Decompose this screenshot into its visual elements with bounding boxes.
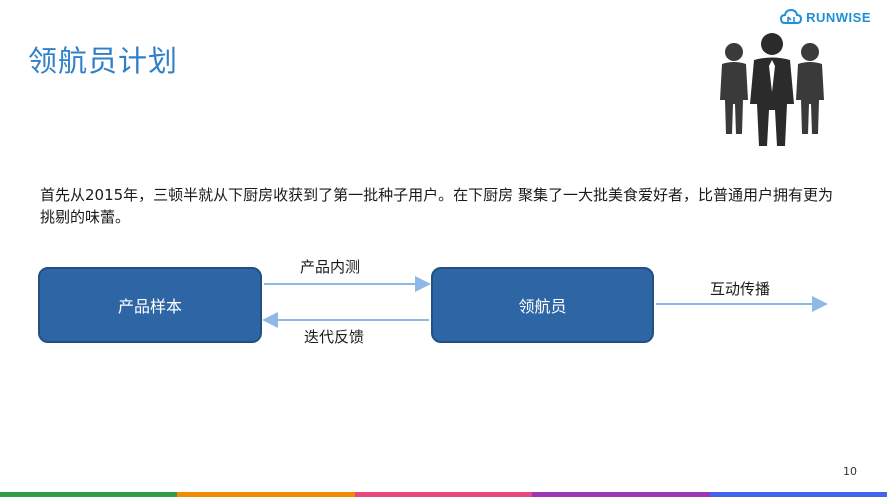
logo-text: RUNWISE — [806, 9, 871, 25]
arrow-forward-label: 产品内测 — [300, 258, 361, 276]
footer-color-segment — [0, 492, 178, 497]
page-number: 10 — [843, 465, 857, 478]
arrow-back-label: 迭代反馈 — [304, 328, 365, 346]
navigator-label: 领航员 — [518, 297, 567, 316]
runwise-logo: RUNWISE — [780, 8, 871, 26]
cloud-logo-icon — [780, 8, 803, 24]
footer-color-segment — [532, 492, 710, 497]
slide-title: 领航员计划 — [28, 44, 179, 78]
footer-color-segment — [177, 492, 355, 497]
footer-color-segment — [354, 492, 533, 497]
arrow-out-label: 互动传播 — [710, 280, 771, 298]
footer-color-bar — [0, 492, 887, 497]
product-sample-box: 产品样本 — [38, 267, 262, 343]
slide-description: 首先从2015年，三顿半就从下厨房收获到了第一批种子用户。在下厨房 聚集了一大批… — [40, 186, 833, 226]
footer-color-segment — [709, 492, 887, 497]
people-group-icon — [720, 33, 824, 146]
navigator-box: 领航员 — [431, 267, 654, 343]
product-sample-label: 产品样本 — [117, 297, 182, 316]
